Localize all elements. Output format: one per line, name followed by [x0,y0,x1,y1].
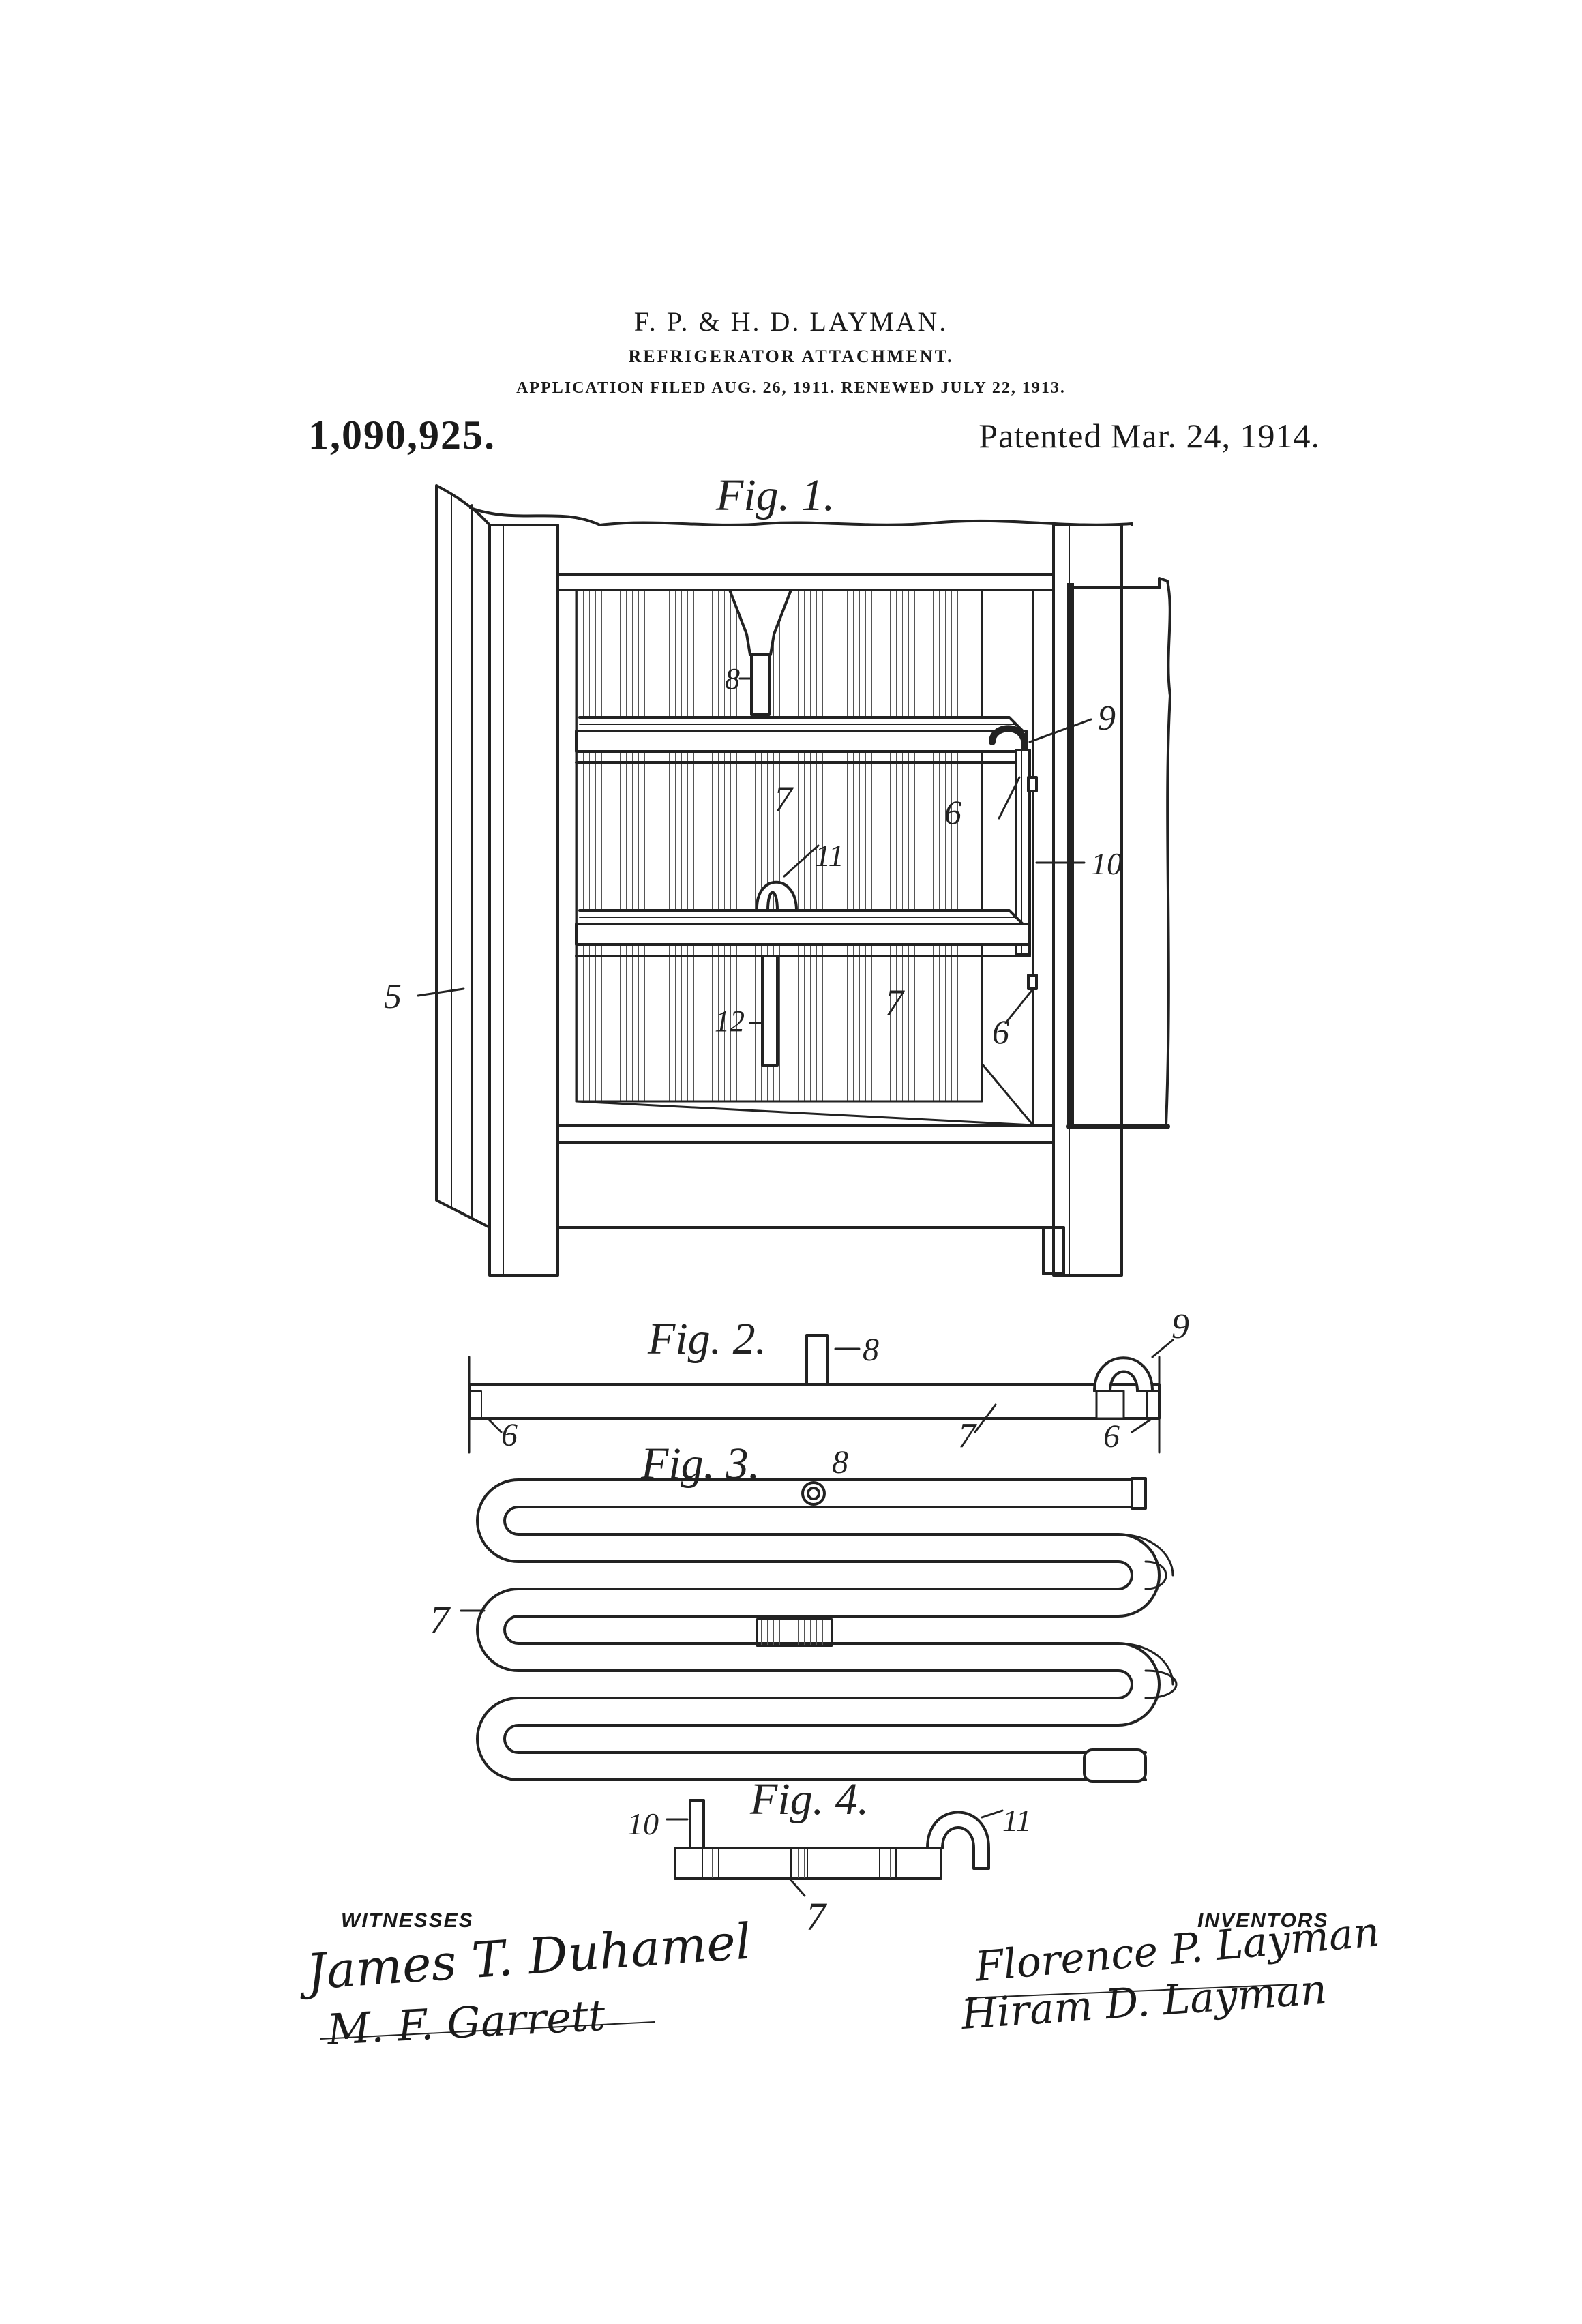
fig2-label-6a: 6 [501,1417,518,1453]
fig4-bend [926,1811,990,1870]
witnesses-label: WITNESSES [341,1909,474,1932]
figure-1: Fig. 1. [384,471,1171,1277]
inventor-heading: F. P. & H. D. LAYMAN. [633,306,949,337]
fig1-back-wall [575,589,983,1103]
fig3-label-8: 8 [832,1444,848,1480]
fig1-lower-coil [575,909,1031,957]
fig3-caption: Fig. 3. [640,1439,760,1489]
fig2-label-7: 7 [958,1416,977,1455]
fig1-label-7b: 7 [885,982,905,1023]
fig3-label-7: 7 [430,1598,451,1642]
fig4-label-10: 10 [627,1806,659,1841]
fig1-label-9: 9 [1098,699,1116,738]
fig3-inlet [801,1481,826,1506]
figure-4: Fig. 4. 10 11 7 [627,1774,1032,1939]
fig1-left-wall [435,484,491,1229]
fig2-label-8: 8 [863,1332,879,1368]
fig2-label-9: 9 [1171,1307,1189,1346]
fig2-label-6b: 6 [1103,1418,1120,1455]
fig1-elbow [989,725,1028,754]
fig1-label-8: 8 [725,662,740,696]
fig4-caption: Fig. 4. [749,1774,869,1824]
figure-3: Fig. 3. 8 7 [430,1439,1178,1783]
fig1-label-12: 12 [715,1004,745,1038]
fig4-riser [689,1799,705,1849]
fig1-door [1068,577,1171,1127]
figure-2: Fig. 2. 8 9 6 7 6 [468,1307,1189,1455]
inventors-label: INVENTORS [1197,1909,1329,1932]
patent-number: 1,090,925. [308,413,496,458]
fig1-broken-top [469,507,1133,526]
fig1-label-10: 10 [1091,846,1122,881]
fig1-label-6a: 6 [944,793,961,831]
fig1-label-11: 11 [815,838,844,873]
patent-date: Patented Mar. 24, 1914. [979,417,1320,455]
invention-title: REFRIGERATOR ATTACHMENT. [628,346,954,366]
fig1-label-7a: 7 [774,779,794,820]
fig1-drain [761,955,779,1067]
fig1-label-6b: 6 [992,1013,1009,1051]
fig1-right-post [1052,524,1123,1277]
fig1-left-post [488,524,559,1277]
fig1-caption: Fig. 1. [715,471,835,520]
fig4-label-7: 7 [806,1894,827,1939]
fig2-inlet [805,1334,829,1386]
fig3-coil [476,1478,1147,1781]
fig2-coil [468,1383,1161,1420]
fig1-upper-coil [575,716,1028,764]
fig2-elbow [1093,1356,1154,1392]
application-line: APPLICATION FILED AUG. 26, 1911. RENEWED… [516,379,1066,397]
fig2-caption: Fig. 2. [647,1314,766,1364]
fig4-label-11: 11 [1002,1803,1032,1838]
fig1-label-5: 5 [384,977,402,1016]
